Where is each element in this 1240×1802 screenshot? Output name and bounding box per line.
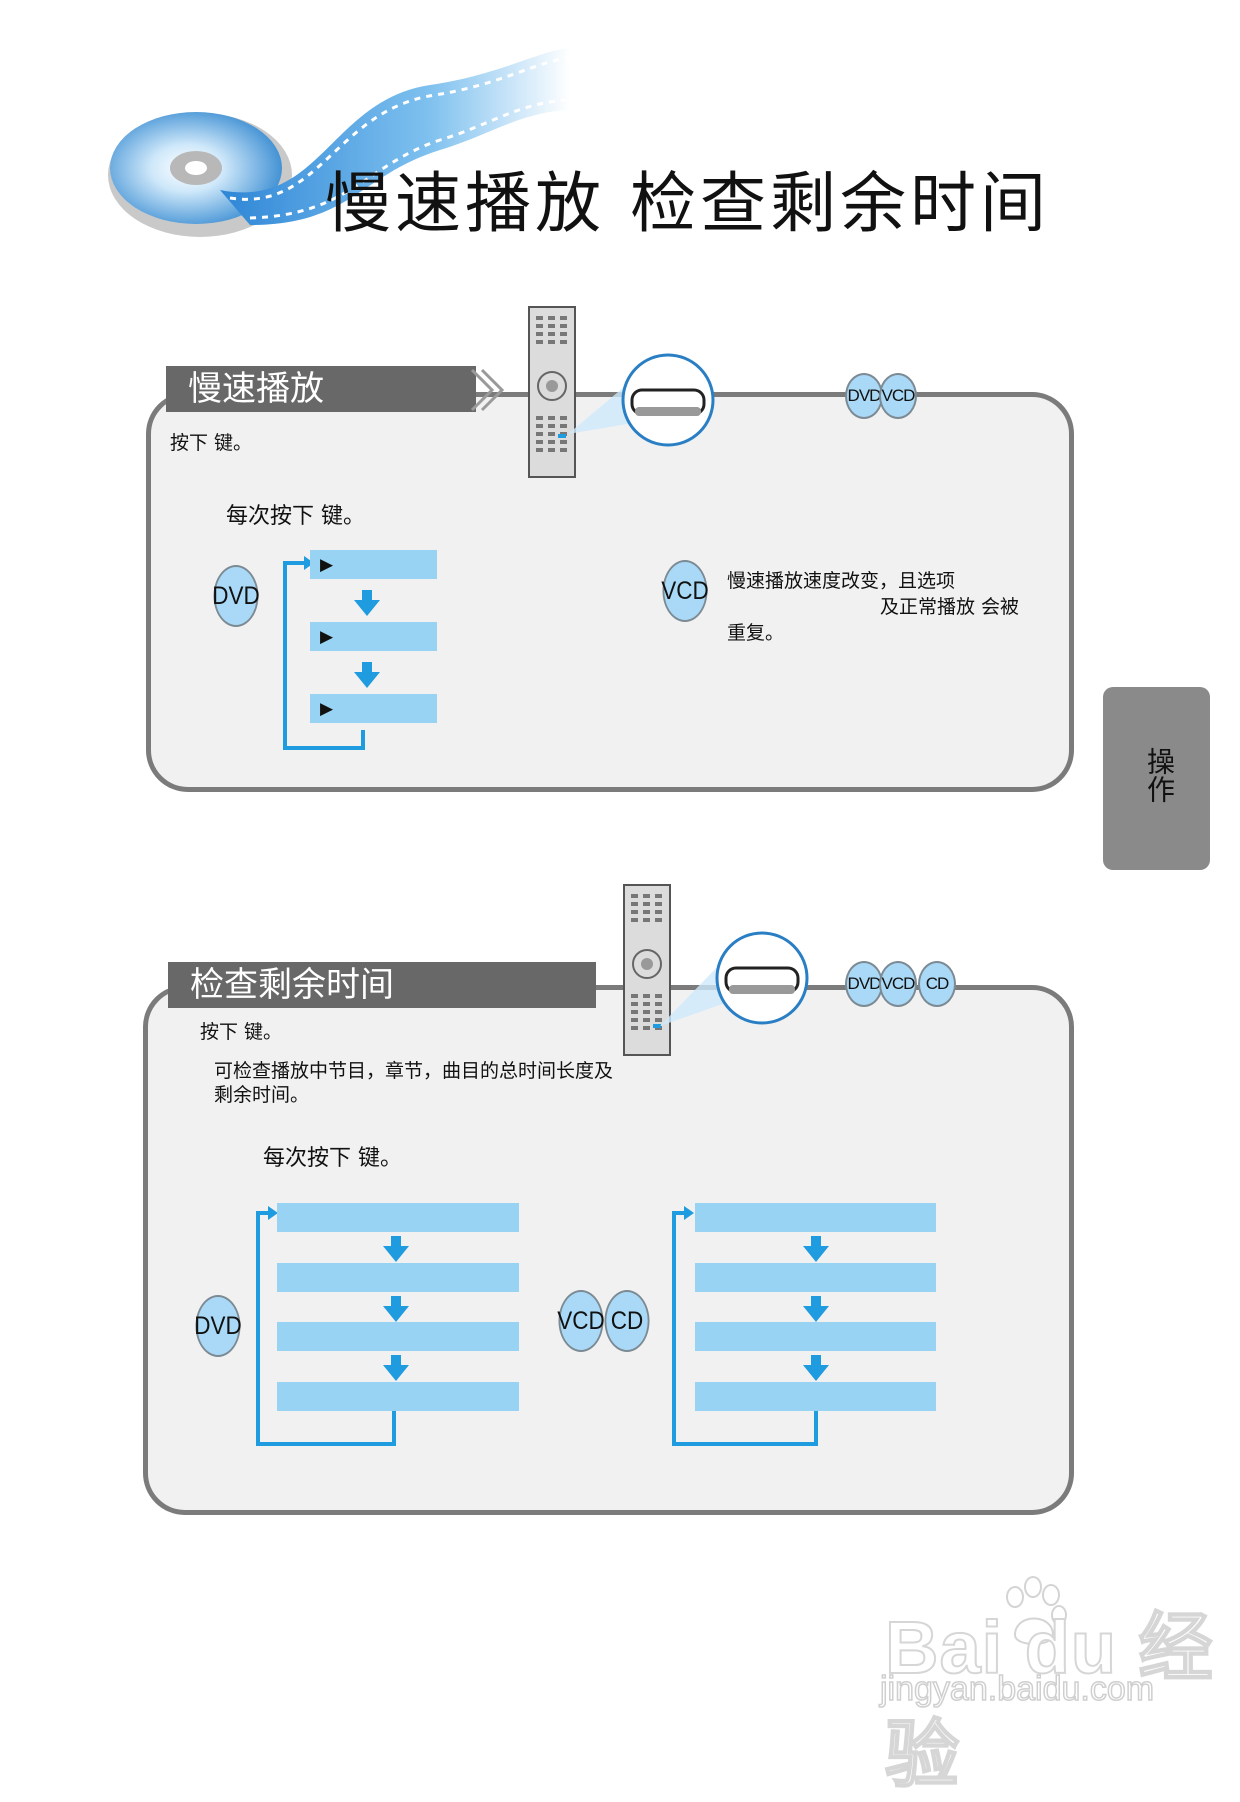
dvd-disc-label: DVD xyxy=(194,1295,242,1357)
disc-badge-vcd: VCD xyxy=(879,373,917,419)
vcd-cd-loop-arrow xyxy=(672,1206,818,1446)
dvd-time-step-1 xyxy=(277,1203,519,1232)
remaining-time-instruction-2: 每次按下 键。 xyxy=(263,1146,402,1171)
down-arrow-icon xyxy=(354,590,380,616)
disc-badge-dvd: DVD xyxy=(845,961,883,1007)
vcd-time-step-1 xyxy=(695,1203,936,1232)
down-arrow-icon xyxy=(354,662,380,688)
down-arrow-icon xyxy=(383,1355,409,1381)
down-arrow-icon xyxy=(383,1236,409,1262)
down-arrow-icon xyxy=(803,1355,829,1381)
play-icon: ▶ xyxy=(320,698,334,719)
vcd-note-line-2: 及正常播放 会被 xyxy=(880,596,1020,618)
remaining-time-section-title: 检查剩余时间 xyxy=(168,962,596,1008)
dvd-time-step-4 xyxy=(277,1382,519,1411)
down-arrow-icon xyxy=(803,1296,829,1322)
vcd-note-line-3: 重复。 xyxy=(727,622,785,644)
watermark-url: jingyan.baidu.com xyxy=(879,1669,1155,1709)
remaining-time-panel xyxy=(143,985,1074,1515)
button-zoom-callout xyxy=(660,931,809,1026)
slow-forward-icon: ▶ xyxy=(320,626,334,647)
disc-badge-dvd: DVD xyxy=(845,373,883,419)
page-title: 慢速播放 检查剩余时间 xyxy=(325,165,1050,242)
vcd-time-step-4 xyxy=(695,1382,936,1411)
slow-forward-icon: ▶ xyxy=(320,554,334,575)
down-arrow-icon xyxy=(803,1236,829,1262)
vcd-disc-label: VCD xyxy=(661,560,709,622)
remaining-time-instruction-1: 按下 键。 xyxy=(200,1021,283,1043)
slow-play-step-2: ▶ xyxy=(310,622,437,651)
vcd-note-line-1: 慢速播放速度改变，且选项 xyxy=(727,570,956,592)
slow-play-instruction-2: 每次按下 键。 xyxy=(226,504,365,529)
dvd-disc-label: DVD xyxy=(212,565,260,627)
dvd-time-step-2 xyxy=(277,1263,519,1292)
remote-control-icon xyxy=(528,306,576,478)
disc-badge-vcd: VCD xyxy=(879,961,917,1007)
button-zoom-callout xyxy=(568,353,715,447)
chapter-tab-label: 操作 xyxy=(1143,747,1176,803)
disc-film-graphic xyxy=(108,48,571,237)
slow-play-loop-arrow xyxy=(283,556,365,750)
slow-play-step-3: ▶ xyxy=(310,694,437,723)
dvd-time-step-3 xyxy=(277,1322,519,1351)
slow-play-panel xyxy=(146,392,1074,792)
chapter-tab[interactable]: 操作 xyxy=(1103,687,1210,870)
cd-disc-label: CD xyxy=(604,1290,650,1352)
remaining-time-description-1: 可检查播放中节目，章节，曲目的总时间长度及 xyxy=(214,1060,614,1082)
disc-badge-cd: CD xyxy=(918,961,956,1007)
section-tab-arrows xyxy=(470,368,504,412)
vcd-disc-label: VCD xyxy=(557,1290,605,1352)
remaining-time-description-2: 剩余时间。 xyxy=(214,1084,310,1106)
down-arrow-icon xyxy=(383,1296,409,1322)
baidu-paw-icon xyxy=(1006,1576,1067,1645)
vcd-time-step-3 xyxy=(695,1322,936,1351)
vcd-time-step-2 xyxy=(695,1263,936,1292)
remote-control-icon xyxy=(623,884,671,1056)
slow-play-instruction-1: 按下 键。 xyxy=(170,432,253,454)
dvd-loop-arrow xyxy=(256,1206,396,1446)
slow-play-section-title: 慢速播放 xyxy=(166,366,476,412)
slow-play-step-1: ▶ xyxy=(310,550,437,579)
